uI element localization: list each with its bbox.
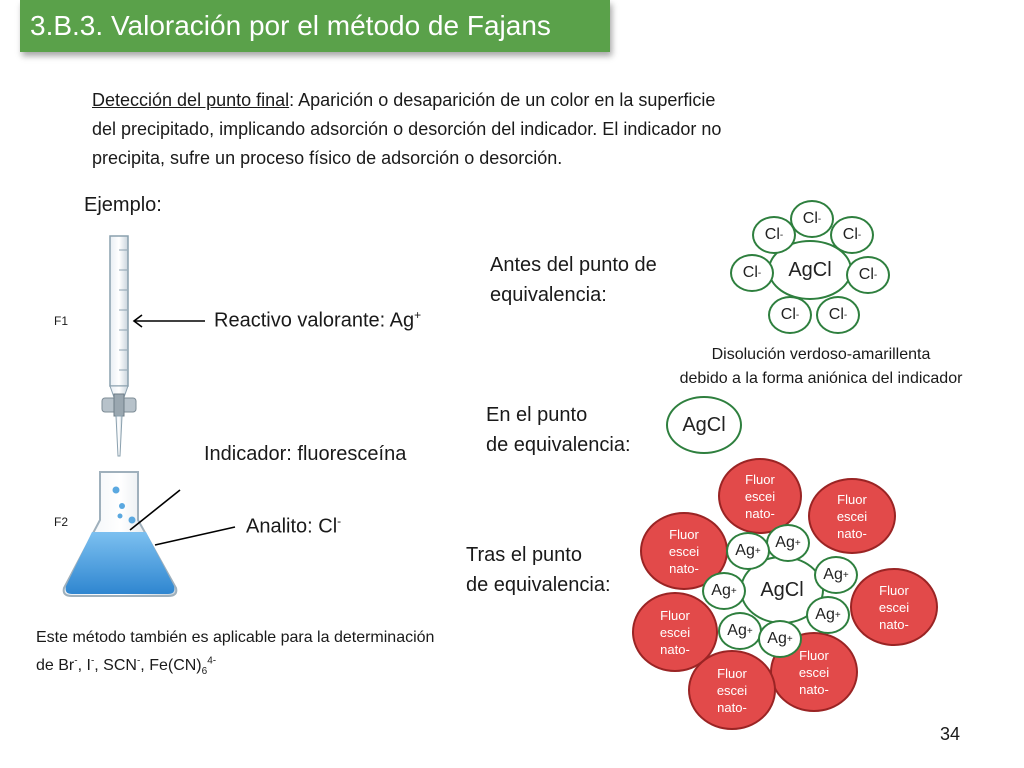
footer-note: Este método también es aplicable para la… bbox=[36, 626, 434, 685]
reactivo-text: Reactivo valorante: Ag bbox=[214, 309, 415, 332]
before-note-line1: Disolución verdoso-amarillenta bbox=[711, 346, 931, 363]
after-ag-ion: Ag+ bbox=[814, 556, 858, 594]
analito-text: Analito: Cl bbox=[246, 515, 338, 538]
before-cl-ion: Cl- bbox=[846, 256, 890, 294]
intro-line3: precipita, sufre un proceso físico de ad… bbox=[92, 148, 563, 168]
label-f2: F2 bbox=[54, 515, 69, 529]
before-cl-ion: Cl- bbox=[816, 296, 860, 334]
label-f1: F1 bbox=[54, 314, 69, 328]
footer-line1: Este método también es aplicable para la… bbox=[36, 629, 435, 646]
before-cl-ion: Cl- bbox=[752, 216, 796, 254]
before-label: Antes del punto de equivalencia: bbox=[490, 250, 657, 310]
burette bbox=[101, 235, 137, 457]
after-label: Tras el punto de equivalencia: bbox=[466, 540, 611, 600]
indicador-label: Indicador: fluoresceína bbox=[204, 443, 407, 465]
analito-label: Analito: Cl- bbox=[246, 514, 341, 539]
after-label-line2: de equivalencia: bbox=[466, 574, 611, 596]
after-label-line1: Tras el punto bbox=[466, 544, 582, 566]
reactivo-sup: + bbox=[414, 308, 422, 322]
after-ag-ion: Ag+ bbox=[806, 596, 850, 634]
footer-line2: de Br-, I-, SCN-, Fe(CN)64- bbox=[36, 656, 217, 678]
after-ag-ion: Ag+ bbox=[766, 524, 810, 562]
after-ag-ion: Ag+ bbox=[726, 532, 770, 570]
example-label: Ejemplo: bbox=[84, 194, 162, 216]
erlenmeyer-flask bbox=[62, 471, 178, 597]
intro-line2: del precipitado, implicando adsorción o … bbox=[92, 119, 722, 139]
at-label-line2: de equivalencia: bbox=[486, 434, 631, 456]
before-cl-ion: Cl- bbox=[790, 200, 834, 238]
after-ag-ion: Ag+ bbox=[758, 620, 802, 658]
intro-line1: : Aparición o desaparición de un color e… bbox=[289, 90, 716, 110]
intro-paragraph: Detección del punto final: Aparición o d… bbox=[92, 86, 852, 173]
at-label-line1: En el punto bbox=[486, 404, 588, 426]
arrows bbox=[129, 314, 236, 546]
at-agcl-core: AgCl bbox=[666, 396, 742, 454]
before-cl-ion: Cl- bbox=[730, 254, 774, 292]
page-number: 34 bbox=[939, 724, 960, 744]
at-label: En el punto de equivalencia: bbox=[486, 400, 631, 460]
analito-sup: - bbox=[337, 514, 342, 528]
reactivo-label: Reactivo valorante: Ag+ bbox=[214, 308, 421, 333]
intro-underlined: Detección del punto final bbox=[92, 90, 290, 110]
before-note: Disolución verdoso-amarillenta debido a … bbox=[640, 343, 1002, 391]
before-note-line2: debido a la forma aniónica del indicador bbox=[679, 370, 963, 387]
slide-title: 3.B.3. Valoración por el método de Fajan… bbox=[20, 0, 610, 52]
before-label-line1: Antes del punto de bbox=[490, 254, 657, 276]
before-cl-ion: Cl- bbox=[768, 296, 812, 334]
after-ag-ion: Ag+ bbox=[702, 572, 746, 610]
after-ag-ion: Ag+ bbox=[718, 612, 762, 650]
before-label-line2: equivalencia: bbox=[490, 284, 607, 306]
before-cl-ion: Cl- bbox=[830, 216, 874, 254]
